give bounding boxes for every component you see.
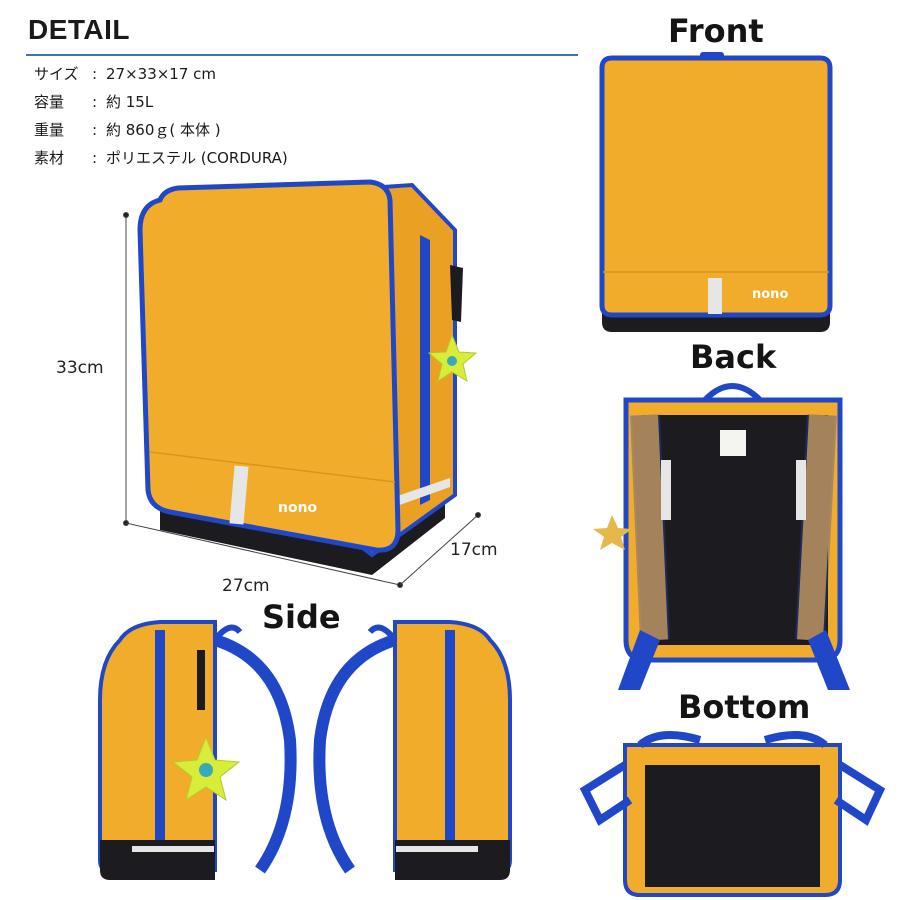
side-view-right-bag bbox=[313, 620, 512, 880]
spec-key: 容量 bbox=[34, 93, 65, 111]
bottom-view-label: Bottom bbox=[678, 688, 811, 726]
back-view-bag bbox=[593, 383, 850, 690]
spec-row-weight: 重量: 約 860ｇ( 本体 ) bbox=[34, 120, 221, 140]
page-title: DETAIL bbox=[28, 14, 131, 45]
width-dimension-label: 27cm bbox=[222, 576, 270, 596]
bottom-view-bag bbox=[579, 731, 886, 897]
spec-sep: : bbox=[92, 121, 98, 139]
front-view-label: Front bbox=[668, 12, 764, 50]
spec-sep: : bbox=[92, 149, 98, 167]
spec-row-size: サイズ:27×33×17 cm bbox=[34, 64, 216, 84]
side-view-left-bag bbox=[98, 620, 297, 880]
front-view-bag: nono bbox=[599, 52, 833, 332]
spec-value: ポリエステル (CORDURA) bbox=[106, 149, 288, 167]
spec-value: 約 15L bbox=[106, 93, 154, 111]
title-underline bbox=[26, 54, 578, 56]
dimension-lines bbox=[123, 212, 481, 588]
spec-row-material: 素材: ポリエステル (CORDURA) bbox=[34, 148, 288, 168]
brand-logo: nono bbox=[278, 500, 318, 516]
spec-key: 素材 bbox=[34, 149, 65, 167]
spec-sep: : bbox=[92, 65, 98, 83]
spec-key: サイズ bbox=[34, 65, 79, 83]
depth-dimension-label: 17cm bbox=[450, 540, 498, 560]
side-view-label: Side bbox=[262, 598, 341, 636]
spec-sep: : bbox=[92, 93, 98, 111]
svg-text:nono: nono bbox=[752, 287, 788, 302]
height-dimension-label: 33cm bbox=[56, 358, 104, 378]
back-view-label: Back bbox=[690, 338, 777, 376]
spec-value: 約 860ｇ( 本体 ) bbox=[106, 121, 221, 139]
spec-value: 27×33×17 cm bbox=[106, 65, 217, 83]
spec-row-capacity: 容量: 約 15L bbox=[34, 92, 153, 112]
spec-key: 重量 bbox=[34, 121, 65, 139]
